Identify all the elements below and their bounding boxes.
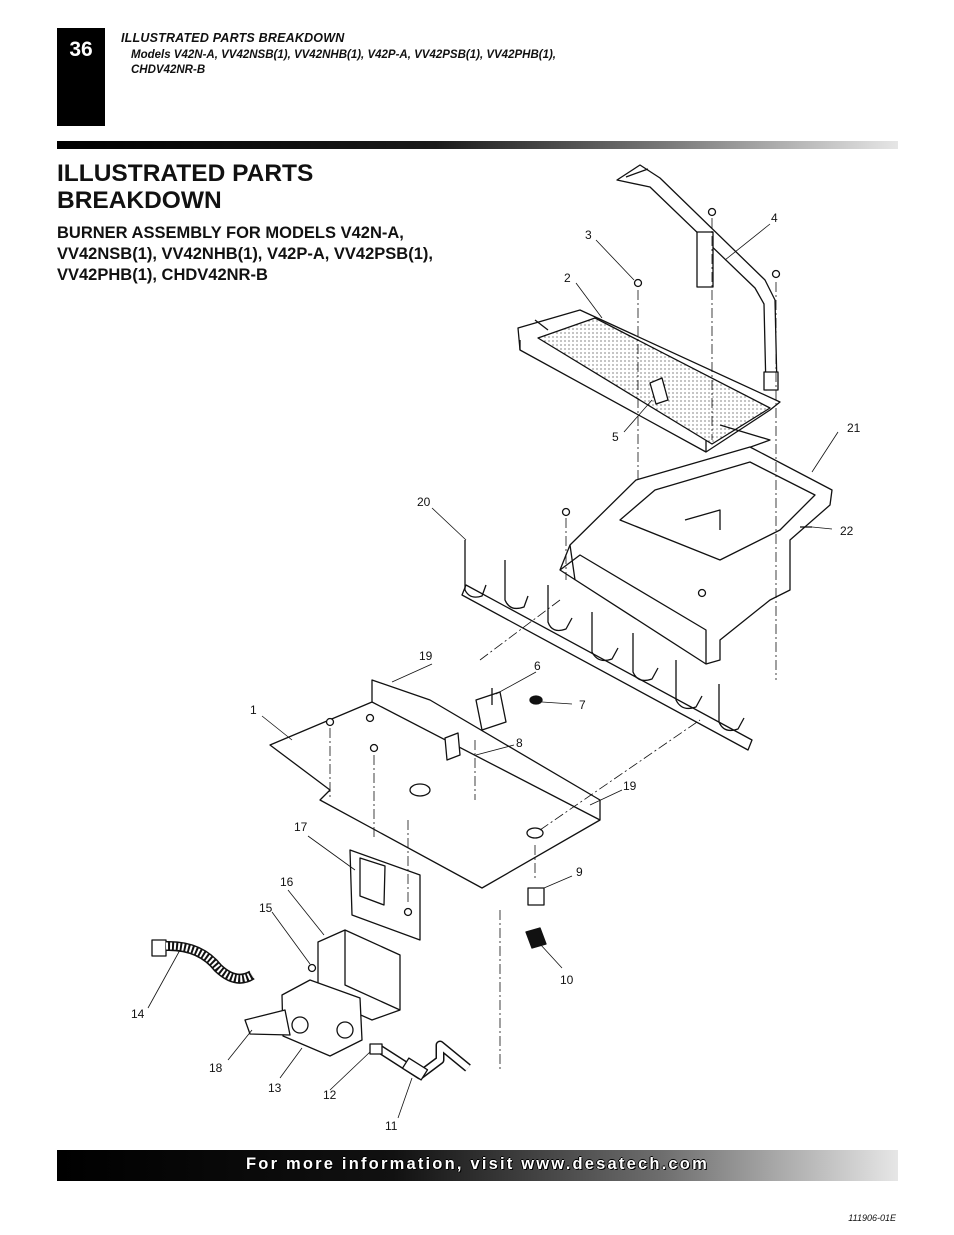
part-5-clip: [649, 377, 669, 405]
page-number: 36: [69, 38, 93, 61]
part-4-bracket: [616, 164, 779, 391]
part-2-burner-tray: [517, 309, 781, 459]
part-10-elbow: [525, 927, 547, 949]
part-6-8-pilot-assembly: [444, 688, 543, 761]
page-title: ILLUSTRATED PARTS BREAKDOWN: [57, 160, 314, 214]
running-header-title: ILLUSTRATED PARTS BREAKDOWN: [121, 31, 345, 45]
callout-labels: 1 2 3 4 5 6 7 8 9 10 11 12 13 14 15 16 1…: [131, 211, 861, 1133]
callout-19-right: 19: [623, 779, 637, 793]
part-17-bracket: [349, 849, 421, 941]
header-rule: [57, 141, 898, 149]
callout-5: 5: [612, 430, 619, 444]
part-9-fitting: [527, 887, 545, 906]
callout-1: 1: [250, 703, 257, 717]
document-code: 111906-01E: [848, 1213, 896, 1223]
callout-22: 22: [840, 524, 854, 538]
alignment-lines: [329, 218, 777, 1070]
callout-9: 9: [576, 865, 583, 879]
page-subtitle: BURNER ASSEMBLY FOR MODELS V42N-A, VV42N…: [57, 224, 433, 284]
part-13-gas-valve: [244, 979, 363, 1057]
part-12-fitting: [369, 1043, 383, 1055]
screws: [307, 207, 781, 973]
footer-website-text: For more information, visit www.desatech…: [246, 1155, 709, 1173]
callout-19-top: 19: [419, 649, 433, 663]
callout-7: 7: [579, 698, 586, 712]
part-11-pipe: [375, 1040, 471, 1081]
callout-14: 14: [131, 1007, 145, 1021]
callout-15: 15: [259, 901, 273, 915]
callout-13: 13: [268, 1081, 282, 1095]
callout-8: 8: [516, 736, 523, 750]
callout-6: 6: [534, 659, 541, 673]
callout-11: 11: [385, 1119, 398, 1133]
callout-12: 12: [323, 1088, 337, 1102]
part-14-flex-connector: [151, 939, 255, 984]
part-1-base-plate: [269, 679, 601, 889]
callout-3: 3: [585, 228, 592, 242]
part-21-frame: [559, 446, 833, 665]
running-header-models: Models V42N-A, VV42NSB(1), VV42NHB(1), V…: [131, 49, 556, 76]
callout-17: 17: [294, 820, 308, 834]
callout-18: 18: [209, 1061, 223, 1075]
callout-10: 10: [560, 973, 574, 987]
callout-4: 4: [771, 211, 778, 225]
callout-16: 16: [280, 875, 294, 889]
callout-20: 20: [417, 495, 431, 509]
part-20-burner-tubes: [461, 540, 753, 751]
callout-21: 21: [847, 421, 861, 435]
footer-bar: For more information, visit www.desatech…: [57, 1150, 898, 1181]
leader-lines: [147, 223, 839, 1119]
page-number-tab: 36: [57, 28, 105, 126]
callout-2: 2: [564, 271, 571, 285]
